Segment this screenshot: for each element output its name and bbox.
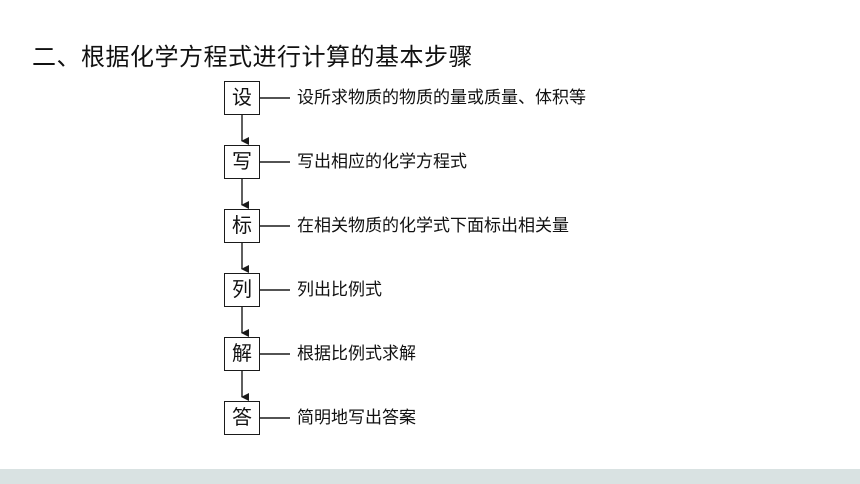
page-title: 二、根据化学方程式进行计算的基本步骤 — [32, 43, 473, 71]
step-desc-xie: 写出相应的化学方程式 — [297, 152, 467, 172]
step-box-lie: 列 — [224, 273, 260, 307]
step-box-da: 答 — [224, 401, 260, 435]
step-desc-biao: 在相关物质的化学式下面标出相关量 — [297, 216, 569, 236]
step-desc-lie: 列出比例式 — [297, 280, 382, 300]
bottom-band — [0, 469, 860, 484]
step-box-she: 设 — [224, 81, 260, 115]
step-desc-da: 简明地写出答案 — [297, 408, 416, 428]
step-box-biao: 标 — [224, 209, 260, 243]
step-box-xie: 写 — [224, 145, 260, 179]
step-box-jie: 解 — [224, 337, 260, 371]
step-desc-she: 设所求物质的物质的量或质量、体积等 — [297, 88, 586, 108]
step-desc-jie: 根据比例式求解 — [297, 344, 416, 364]
